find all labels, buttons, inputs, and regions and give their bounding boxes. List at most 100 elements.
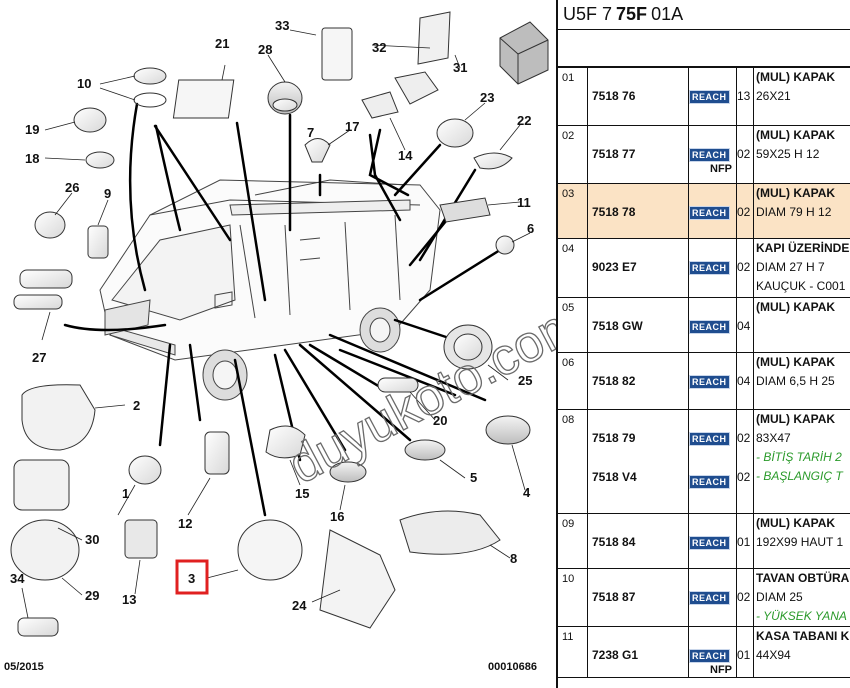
part-title: (MUL) KAPAK	[756, 354, 836, 369]
part-qty: 02	[737, 430, 751, 445]
part-desc: 192X99 HAUT 1	[756, 534, 844, 549]
diagram-canvas: 1 2 3 4 5 6 7 8 9 10 11 12 13 14 15 16 1…	[4, 11, 556, 673]
part-ref[interactable]: 7518 87	[592, 589, 636, 604]
callout-labels: 1 2 3 4 5 6 7 8 9 10 11 12 13 14 15 16 1…	[10, 18, 534, 613]
row-index: 09	[562, 517, 575, 530]
callout-27: 27	[32, 350, 46, 365]
reach-badge: REACH	[689, 374, 730, 389]
row-index-cell: 09	[558, 513, 588, 569]
part-desc: 44X94	[756, 647, 791, 662]
callout-29: 29	[85, 588, 99, 603]
row-index: 02	[562, 129, 575, 142]
callout-34: 34	[10, 571, 25, 586]
callout-20: 20	[433, 413, 447, 428]
part-title: KASA TABANI K	[756, 628, 850, 643]
part-ref[interactable]: 7518 GW	[592, 318, 643, 333]
callout-26: 26	[65, 180, 79, 195]
callout-19: 19	[25, 122, 39, 137]
part-ref[interactable]: 7518 78	[592, 204, 636, 219]
reach-badge: REACH	[689, 260, 730, 275]
row-index-cell: 01	[558, 68, 588, 126]
part-ref[interactable]: 7238 G1	[592, 647, 639, 662]
ref-cell: 7518 GW	[587, 297, 689, 353]
header-spacer	[558, 30, 850, 68]
callout-11: 11	[517, 195, 531, 210]
ref-cell: 7518 77	[587, 125, 689, 184]
part-desc: 26X21	[756, 89, 791, 103]
header-code: 75F	[616, 4, 648, 24]
row-index-cell: 04	[558, 238, 588, 298]
part-title: KAPI ÜZERİNDE	[756, 240, 850, 255]
reach-badge: REACH	[689, 535, 730, 550]
part-ref-alt[interactable]: 7518 V4	[592, 469, 637, 484]
callout-33: 33	[275, 18, 289, 33]
callout-31: 31	[453, 60, 467, 75]
part-desc: DIAM 27 H 7	[756, 259, 825, 274]
reach-badge: REACH	[689, 648, 730, 663]
part-ref[interactable]: 7518 82	[592, 373, 636, 388]
part-row[interactable]: 09 7518 84 REACH 01 (MUL) KAPAK 192X99 HAUT 1	[558, 513, 850, 569]
part-desc: - YÜKSEK YANA	[756, 608, 847, 623]
callout-7: 7	[307, 125, 314, 140]
part-desc: 83X47	[756, 430, 791, 445]
qty-cell: 02	[736, 238, 754, 298]
desc-cell: KASA TABANI K 44X94	[753, 626, 850, 678]
part-title: (MUL) KAPAK	[756, 70, 836, 84]
part-ref[interactable]: 7518 76	[592, 89, 636, 103]
desc-cell: TAVAN OBTÜRA DIAM 25 - YÜKSEK YANA	[753, 568, 850, 627]
part-title: (MUL) KAPAK	[756, 411, 836, 426]
part-qty: 02	[737, 259, 751, 274]
reach-cell: REACH	[688, 183, 737, 239]
part-qty: 04	[737, 373, 751, 388]
callout-30: 30	[85, 532, 99, 547]
part-qty: 13	[737, 89, 751, 103]
reach-badge: REACH	[689, 147, 730, 162]
part-desc: - BİTİŞ TARİH 2	[756, 449, 842, 464]
ref-cell: 7518 84	[587, 513, 689, 569]
callout-16: 16	[330, 509, 344, 524]
part-qty: 01	[737, 534, 751, 549]
desc-cell: (MUL) KAPAK DIAM 6,5 H 25	[753, 352, 850, 410]
qty-cell: 01	[736, 513, 754, 569]
nfp-label: NFP	[710, 663, 732, 676]
callout-32: 32	[372, 40, 386, 55]
row-index-cell: 02	[558, 125, 588, 184]
part-qty: 02	[737, 146, 751, 161]
part-ref[interactable]: 7518 79	[592, 430, 636, 445]
part-desc: DIAM 6,5 H 25	[756, 373, 835, 388]
reach-badge: REACH	[689, 431, 730, 446]
part-ref[interactable]: 7518 84	[592, 534, 636, 549]
qty-cell: 02	[736, 568, 754, 627]
part-ref[interactable]: 9023 E7	[592, 259, 637, 274]
callout-21: 21	[215, 36, 229, 51]
part-title: (MUL) KAPAK	[756, 515, 836, 530]
part-row[interactable]: 04 9023 E7 REACH 02 KAPI ÜZERİNDE DIAM 27 H 7…	[558, 238, 850, 298]
callout-18: 18	[25, 151, 39, 166]
callout-14: 14	[398, 148, 413, 163]
row-index: 05	[562, 301, 575, 314]
part-qty: 01	[737, 647, 751, 662]
ref-cell: 7238 G1	[587, 626, 689, 678]
part-desc: DIAM 25	[756, 589, 803, 604]
part-ref[interactable]: 7518 77	[592, 146, 636, 161]
callout-10: 10	[77, 76, 91, 91]
reach-cell: REACH	[688, 513, 737, 569]
qty-cell: 13	[736, 68, 754, 126]
part-title: TAVAN OBTÜRA	[756, 570, 850, 585]
callout-4: 4	[523, 485, 531, 500]
part-desc-alt: - BAŞLANGIÇ T	[756, 468, 843, 483]
reach-cell: REACH	[688, 568, 737, 627]
part-title: (MUL) KAPAK	[756, 127, 836, 142]
